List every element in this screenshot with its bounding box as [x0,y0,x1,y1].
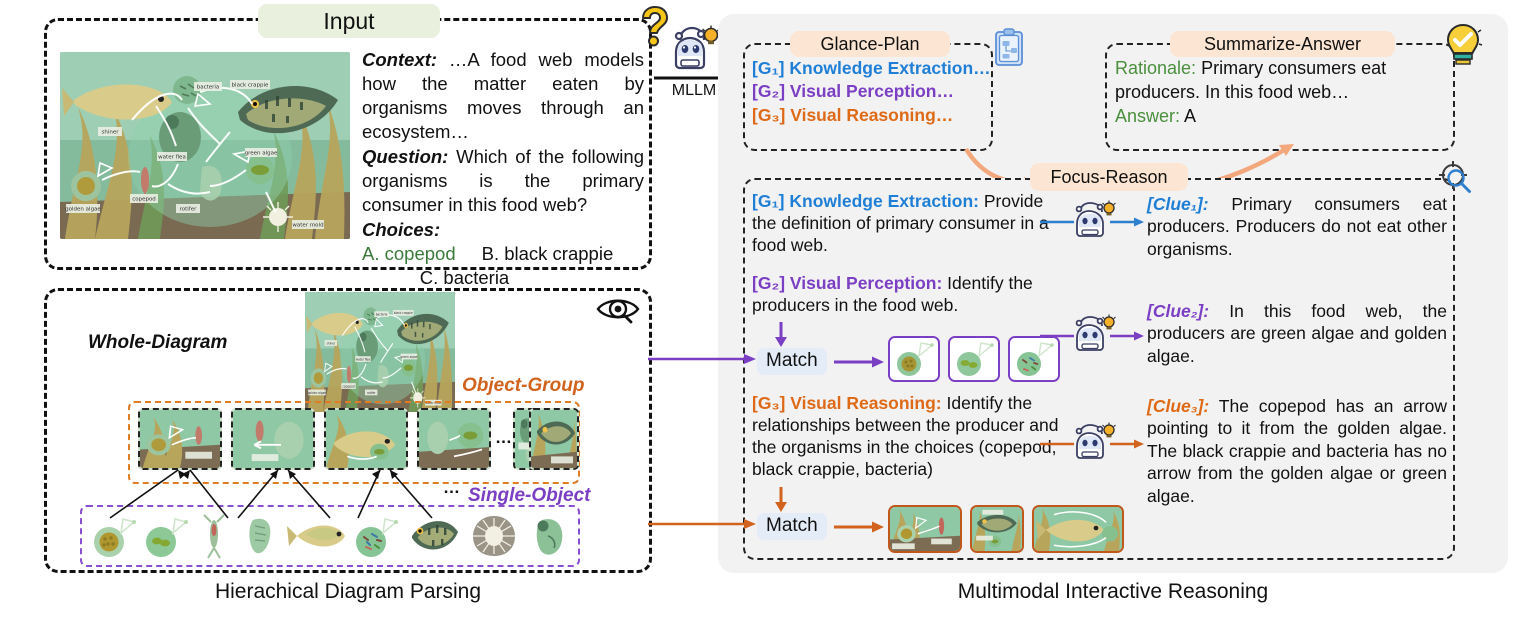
goal-head: Visual Reasoning [790,393,936,413]
goal-label: Visual Reasoning… [790,104,954,125]
mllm-label: MLLM [671,82,717,99]
goal-label: Visual Perception… [789,81,954,102]
choices-row-1: A. copepod B. black crappie [362,242,644,266]
choice-c[interactable]: C. bacteria [419,267,510,289]
rationale-label: Rationale: [1115,58,1197,78]
single-object-label: Single-Object [468,485,591,506]
clue-2-paragraph: [Clue₂]: In this food web, the producers… [1147,300,1447,382]
goal-head: Knowledge Extraction [789,191,974,211]
goal-body: Identify the producers in the food web. [752,273,1033,316]
reasoning-thumbnail[interactable] [1032,505,1124,553]
summarize-answer-box [1105,43,1455,151]
goal-head: Visual Perception [789,273,937,293]
object-group-ellipsis: … [495,428,514,447]
focus-reason-badge: Focus-Reason [1030,163,1188,191]
producer-thumbnail[interactable] [948,336,1000,382]
object-group-band [128,401,580,484]
object-group-item[interactable] [417,408,491,470]
goal-tag: [G₂] [752,81,786,102]
input-text-block: Context: …A food web models how the matt… [362,48,644,290]
answer-label: Answer: [1115,105,1181,126]
lightbulb-check-icon [1446,23,1483,65]
match3-arrow [834,521,884,533]
clue-text: Primary consumers eat producers. Produce… [1147,194,1447,259]
whole-diagram-label: Whole-Diagram [88,332,228,353]
question-mark-icon [642,6,668,47]
match-button-reasoning[interactable]: Match [757,513,827,540]
target-magnifier-icon [1439,161,1471,193]
question-label: Question: [362,146,449,168]
goal3-down-arrow [775,487,787,512]
glance-plan-item[interactable]: [G₂] Visual Perception… [752,80,992,103]
goal-tag: [G₁] [752,58,785,78]
rationale-text: Primary consumers eat producers. In this… [1115,58,1387,102]
object-group-label: Object-Group [462,375,585,396]
single-object-band [80,505,580,567]
object-group-item[interactable] [324,408,408,470]
producer-thumbnail[interactable] [888,336,940,382]
perception-feed-arrow [648,354,756,364]
choices-row-2: C. bacteria [362,266,567,290]
clue-1-paragraph: [Clue₁]: Primary consumers eat producers… [1147,193,1447,275]
clue-text: In this food web, the producers are gree… [1147,301,1447,366]
single-object-ellipsis: … [443,478,462,497]
clue-tag: [Clue₂]: [1147,301,1210,321]
glance-plan-box [743,43,993,151]
choice-a[interactable]: A. copepod [362,243,456,265]
object-group-item[interactable] [529,408,579,470]
robot-icon [669,23,720,73]
clipboard-icon [995,28,1023,66]
producer-thumbnail[interactable] [1008,336,1060,382]
hierarchical-parsing-caption: Hierachical Diagram Parsing [214,580,482,603]
goal-tag: [G₁] [752,191,785,211]
goal-body: Provide the definition of primary consum… [752,191,1049,256]
question-paragraph: Question: Which of the following organis… [362,145,644,217]
match2-arrow [834,356,884,368]
rationale-line: Rationale: Primary consumers eat produce… [1115,57,1447,105]
summarize-answer-badge: Summarize-Answer [1170,31,1395,57]
glance-plan-item[interactable]: [G₁] Knowledge Extraction… [752,57,992,80]
goal-label: Knowledge Extraction… [789,58,991,78]
goal-tag: [G₃] [752,393,786,413]
reasoning-thumbnail[interactable] [888,505,962,553]
focus-reason-box [743,178,1455,560]
input-badge: Input [258,4,440,38]
choices-label: Choices: [362,219,441,241]
choice-b[interactable]: B. black crappie [481,243,614,265]
clue-text: The copepod has an arrow pointing to it … [1147,396,1447,506]
goal-body: Identify the relationships between the p… [752,393,1059,480]
match-button-perception[interactable]: Match [757,348,827,375]
goal-3-block: [G₃] Visual Reasoning: Identify the rela… [752,393,1059,480]
reasoning-thumbnail[interactable] [970,505,1024,553]
context-paragraph: Context: …A food web models how the matt… [362,48,644,144]
glance-plan-list: [G₁] Knowledge Extraction… [G₂] Visual P… [752,57,992,127]
eye-magnifier-icon [596,299,640,324]
reasoning-feed-arrow [648,519,756,529]
glance-plan-badge: Glance-Plan [790,31,950,57]
clue-1-robot-group [1040,200,1144,237]
question-text: Which of the following organisms is the … [362,146,644,216]
answer-value: A [1184,105,1197,126]
reasoning-caption: Multimodal Interactive Reasoning [957,580,1269,603]
context-text: …A food web models how the matter eaten … [362,49,644,143]
hierarchy-connectors [109,469,433,519]
clue-2-robot-group [1040,314,1144,351]
object-group-item[interactable] [138,408,222,470]
glance-plan-item[interactable]: [G₃] Visual Reasoning… [752,104,992,127]
whole-diagram-thumbnail [305,292,455,412]
goal2-down-arrow [775,322,787,347]
food-web-image [60,52,350,239]
goal-1-block: [G₁] Knowledge Extraction: Provide the d… [752,191,1049,256]
clue-tag: [Clue₃]: [1147,396,1210,416]
summarize-answer-body: Rationale: Primary consumers eat produce… [1115,57,1447,129]
answer-line: Answer: A [1115,105,1447,129]
goal-tag: [G₃] [752,104,786,125]
object-group-item[interactable] [231,408,315,470]
goal-tag: [G₂] [752,273,786,293]
clue-3-paragraph: [Clue₃]: The copepod has an arrow pointi… [1147,395,1447,522]
clue-3-robot-group [1040,422,1144,459]
clue-tag: [Clue₁]: [1147,194,1209,214]
goal-2-block: [G₂] Visual Perception: Identify the pro… [752,273,1033,316]
context-label: Context: [362,49,438,70]
